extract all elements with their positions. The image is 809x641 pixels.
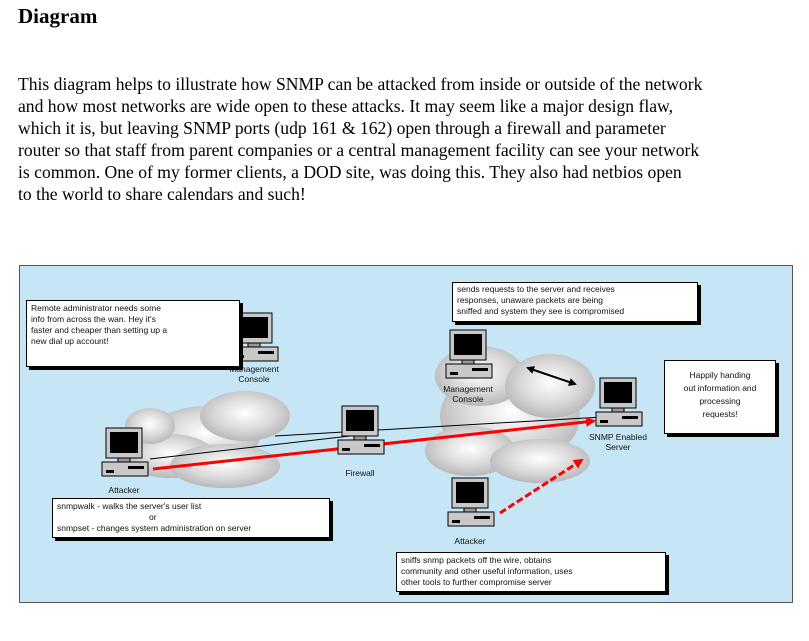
management-console-left-label: Management Console [229,364,279,384]
paragraph-line: which it is, but leaving SNMP ports (udp… [18,118,666,138]
firewall-label: Firewall [345,468,375,478]
network-diagram: Management Console Management Console Fi… [19,265,793,603]
paragraph-line: to the world to share calendars and such… [18,184,306,204]
paragraph-line: This diagram helps to illustrate how SNM… [18,74,703,94]
network-link [149,435,351,460]
paragraph-line: and how most networks are wide open to t… [18,96,674,116]
request-response-arrow [526,366,577,386]
management-console-right-label: Management Console [443,384,493,404]
attacker-left-note: snmpwalk - walks the server's user list … [52,498,330,538]
attacker-bottom-label: Attacker [454,536,486,546]
attacker-bottom-note: sniffs snmp packets off the wire, obtain… [396,552,666,592]
remote-admin-note: Remote administrator needs some info fro… [26,300,240,367]
computer-icon [101,427,149,477]
paragraph-line: is common. One of my former clients, a D… [18,162,682,182]
intro-paragraph: This diagram helps to illustrate how SNM… [18,73,808,205]
computer-icon [337,405,385,455]
computer-icon [595,377,643,427]
snmp-server-label: SNMP Enabled Server [589,432,647,452]
attacker-left-label: Attacker [108,485,140,495]
computer-icon [445,329,493,379]
attack-arrow-bottom [499,458,584,515]
computer-icon [447,477,495,527]
snmp-server-note: Happily handing out information and proc… [664,360,776,434]
paragraph-line: router so that staff from parent compani… [18,140,700,160]
management-console-note: sends requests to the server and receive… [452,282,698,322]
network-link [274,415,621,437]
page-heading: Diagram [18,4,98,28]
